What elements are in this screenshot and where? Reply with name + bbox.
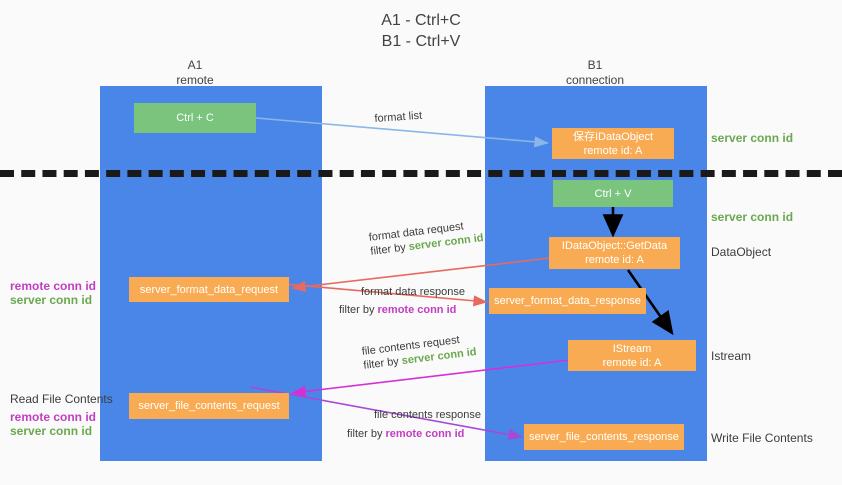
box-ctrl-v[interactable]: Ctrl + V: [553, 180, 673, 207]
box-idataobject-getdata[interactable]: IDataObject::GetData remote id: A: [549, 237, 680, 269]
edge-label-format-data-request: format data request filter by server con…: [368, 217, 484, 259]
edge-label-format-data-response: format data response filter by remote co…: [339, 285, 465, 317]
note-remote-conn-id-lower: remote conn id: [10, 410, 97, 424]
edge-label-format-data-response-filter: filter by remote conn id: [339, 303, 465, 317]
note-server-conn-id-upper: server conn id: [10, 293, 93, 307]
box-istream[interactable]: IStream remote id: A: [568, 340, 696, 371]
edge-label-file-contents-response-line1: file contents response: [374, 409, 482, 421]
note-write-file-contents: Write File Contents: [711, 431, 813, 445]
filter-value-remote-conn-id: remote conn id: [385, 428, 465, 440]
box-idataobject-getdata-remote-id: remote id: A: [585, 254, 644, 266]
box-idataobject-getdata-label: IDataObject::GetData: [561, 240, 668, 252]
note-dataobject: DataObject: [711, 245, 772, 259]
filter-prefix: filter by: [347, 428, 386, 440]
phase-divider: [0, 170, 842, 177]
column-header-b1: B1 connection: [530, 58, 660, 88]
edge-label-file-contents-response-filter: filter by remote conn id: [347, 427, 481, 441]
filter-prefix: filter by: [369, 241, 410, 258]
edge-label-file-contents-request: file contents request filter by server c…: [361, 331, 477, 373]
title-line-2: B1 - Ctrl+V: [381, 33, 461, 50]
box-istream-remote-id: remote id: A: [602, 356, 662, 369]
note-istream: Istream: [711, 349, 752, 363]
column-header-a1-sub: remote: [176, 73, 214, 87]
box-server-format-data-request-label: server_format_data_request: [139, 283, 279, 296]
box-store-idataobject[interactable]: 保存IDataObject remote id: A: [552, 128, 674, 159]
note-read-file-contents: Read File Contents: [10, 392, 113, 406]
box-istream-label: IStream: [612, 342, 652, 355]
edge-label-format-list: format list: [374, 109, 423, 125]
box-server-format-data-response-label: server_format_data_response: [494, 295, 641, 307]
box-server-format-data-request[interactable]: server_format_data_request: [129, 277, 289, 302]
column-header-a1-name: A1: [187, 58, 203, 72]
edge-label-file-contents-response: file contents response filter by remote …: [347, 408, 482, 441]
column-header-b1-sub: connection: [565, 73, 625, 87]
note-remote-conn-id-upper: remote conn id: [10, 279, 97, 293]
note-server-conn-id-mid: server conn id: [711, 210, 794, 224]
box-ctrl-v-label: Ctrl + V: [594, 187, 632, 200]
title-line-1: A1 - Ctrl+C: [381, 12, 461, 29]
box-server-file-contents-request[interactable]: server_file_contents_request: [129, 393, 289, 419]
diagram-title: A1 - Ctrl+C B1 - Ctrl+V: [0, 10, 842, 52]
filter-value-remote-conn-id: remote conn id: [377, 304, 457, 316]
column-header-a1: A1 remote: [130, 58, 260, 88]
box-server-file-contents-response[interactable]: server_file_contents_response: [524, 424, 684, 450]
box-ctrl-c[interactable]: Ctrl + C: [134, 103, 256, 133]
edge-label-format-data-response-line1: format data response: [361, 286, 465, 298]
note-server-conn-id-top: server conn id: [711, 131, 794, 145]
box-store-idataobject-label: 保存IDataObject: [572, 130, 654, 143]
box-store-idataobject-remote-id: remote id: A: [583, 144, 643, 157]
box-server-format-data-response[interactable]: server_format_data_response: [489, 288, 646, 314]
filter-prefix: filter by: [339, 304, 378, 316]
note-server-conn-id-lower: server conn id: [10, 424, 93, 438]
box-server-file-contents-request-label: server_file_contents_request: [138, 400, 280, 412]
column-header-b1-name: B1: [587, 58, 603, 72]
box-ctrl-c-label: Ctrl + C: [176, 112, 214, 124]
filter-prefix: filter by: [362, 355, 403, 372]
box-server-file-contents-response-label: server_file_contents_response: [529, 431, 679, 443]
